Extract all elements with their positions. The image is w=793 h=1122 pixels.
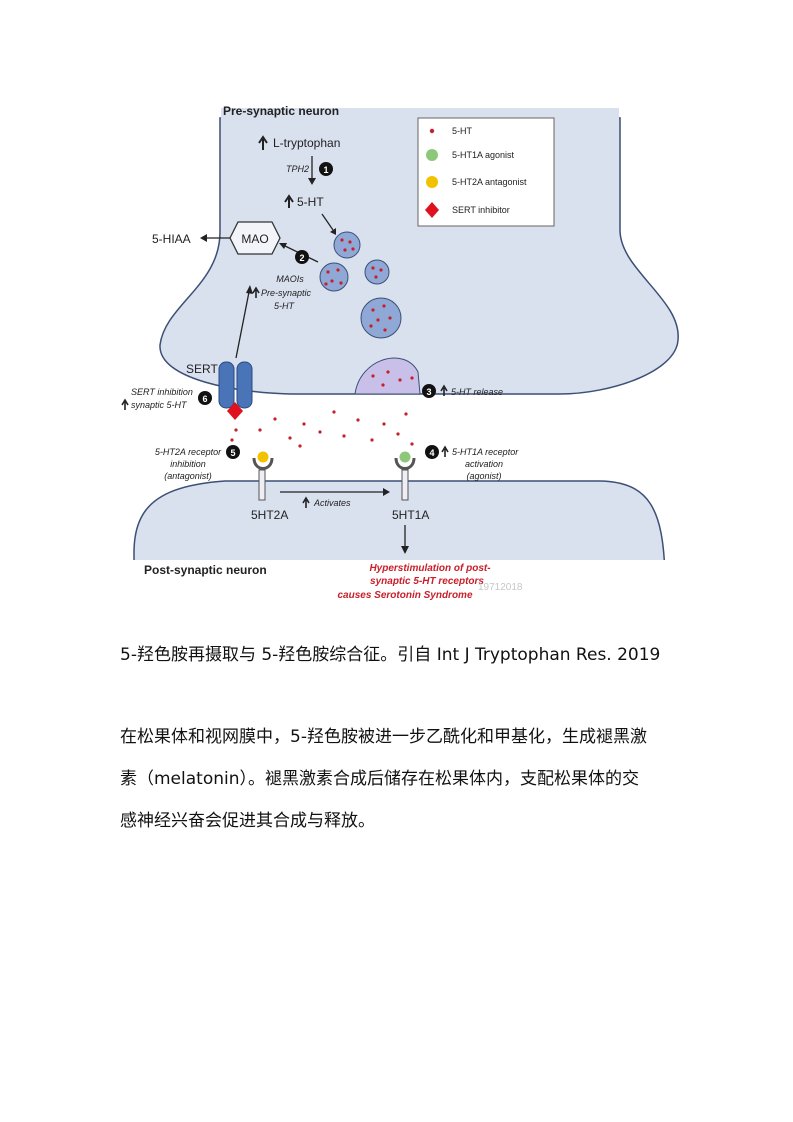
step-3-badge: 3 xyxy=(422,384,436,398)
pre-synaptic-label: Pre-synaptic neuron xyxy=(223,104,339,118)
vesicle xyxy=(360,297,402,339)
up-arrow-icon xyxy=(252,286,260,298)
post-synaptic-label: Post-synaptic neuron xyxy=(144,563,267,577)
5ht2a-antagonist-label: (antagonist) xyxy=(164,471,212,481)
5ht1a-activation-label: activation xyxy=(465,459,503,469)
sert-inhibition-label: SERT inhibition xyxy=(131,387,193,397)
up-arrow-icon xyxy=(440,384,448,396)
legend-antagonist-label: 5-HT2A antagonist xyxy=(452,177,527,187)
up-arrow-icon xyxy=(441,445,449,457)
5ht2a-receptor-label: 5-HT2A receptor xyxy=(155,447,222,457)
legend-antagonist-marker xyxy=(426,176,438,188)
5-hiaa-label: 5-HIAA xyxy=(152,232,191,246)
paragraph-line: 在松果体和视网膜中，5-羟色胺被进一步乙酰化和甲基化，生成褪黑激 xyxy=(120,727,647,747)
sert-label: SERT xyxy=(186,362,218,376)
up-arrow-icon xyxy=(302,496,310,508)
post-synaptic-neuron xyxy=(133,480,666,576)
sert-transporter-left xyxy=(218,361,235,409)
svg-text:4: 4 xyxy=(429,448,434,458)
hyperstimulation-line-3: causes Serotonin Syndrome xyxy=(337,590,472,601)
up-arrow-icon xyxy=(284,194,294,208)
watermark: 19712018 xyxy=(478,582,523,593)
svg-text:1: 1 xyxy=(323,165,328,175)
vesicle xyxy=(333,231,361,259)
release-vesicle xyxy=(354,357,421,395)
up-arrow-icon xyxy=(121,398,129,410)
legend-agonist-marker xyxy=(426,149,438,161)
legend-sert-inhibitor-marker xyxy=(425,202,439,218)
5ht2a-inhibition-label: inhibition xyxy=(170,459,206,469)
activates-label: Activates xyxy=(313,498,351,508)
5ht-label: 5-HT xyxy=(297,195,324,209)
5ht2a-label: 5HT2A xyxy=(251,508,288,522)
synaptic-5ht-dots xyxy=(230,410,414,448)
legend-5ht-marker xyxy=(429,128,435,134)
hyperstimulation-line-1: Hyperstimulation of post- xyxy=(369,563,491,574)
maois-label: MAOIs xyxy=(276,274,304,284)
step-6-badge: 6 xyxy=(198,391,212,405)
legend-sert-inhibitor-label: SERT inhibitor xyxy=(452,205,510,215)
maois-5ht-label: 5-HT xyxy=(274,301,296,311)
maois-presynaptic-label: Pre-synaptic xyxy=(261,288,312,298)
vesicles xyxy=(319,231,402,339)
step-4-badge: 4 xyxy=(425,445,439,459)
body-paragraph: 在松果体和视网膜中，5-羟色胺被进一步乙酰化和甲基化，生成褪黑激 素（melat… xyxy=(120,716,675,842)
serotonin-synapse-diagram: Pre-synaptic neuron L-tryptophan TPH2 1 … xyxy=(121,104,679,601)
5ht-release-label: 5-HT release xyxy=(451,387,503,397)
paragraph-line: 感神经兴奋会促进其合成与释放。 xyxy=(120,811,375,831)
svg-text:5: 5 xyxy=(230,448,235,458)
vesicle xyxy=(364,259,390,285)
sert-inhibitor-diamond xyxy=(227,402,243,420)
svg-text:2: 2 xyxy=(299,253,304,263)
step-2-badge: 2 xyxy=(295,250,309,264)
5ht1a-label: 5HT1A xyxy=(392,508,429,522)
sert-transporter-right xyxy=(236,361,253,409)
svg-text:6: 6 xyxy=(202,394,207,404)
mao-label: MAO xyxy=(241,232,268,246)
5ht2a-receptor xyxy=(252,451,274,501)
step-5-badge: 5 xyxy=(226,445,240,459)
hyperstimulation-line-2: synaptic 5-HT receptors xyxy=(370,576,484,587)
tph2-label: TPH2 xyxy=(286,164,309,174)
legend: 5-HT 5-HT1A agonist 5-HT2A antagonist SE… xyxy=(417,117,555,227)
legend-5ht-label: 5-HT xyxy=(452,126,473,136)
5ht1a-receptor xyxy=(394,451,416,501)
step-1-badge: 1 xyxy=(319,162,333,176)
up-arrow-icon xyxy=(258,135,268,150)
legend-agonist-label: 5-HT1A agonist xyxy=(452,150,515,160)
vesicle xyxy=(319,262,349,292)
svg-text:3: 3 xyxy=(426,387,431,397)
l-tryptophan-label: L-tryptophan xyxy=(273,136,340,150)
5ht1a-agonist-label: (agonist) xyxy=(466,471,501,481)
synaptic-5ht-label: synaptic 5-HT xyxy=(131,400,188,410)
5ht1a-receptor-label: 5-HT1A receptor xyxy=(452,447,519,457)
figure-caption: 5-羟色胺再摄取与 5-羟色胺综合征。引自 Int J Tryptophan R… xyxy=(120,645,661,665)
paragraph-line: 素（melatonin）。褪黑激素合成后储存在松果体内，支配松果体的交 xyxy=(120,769,639,789)
